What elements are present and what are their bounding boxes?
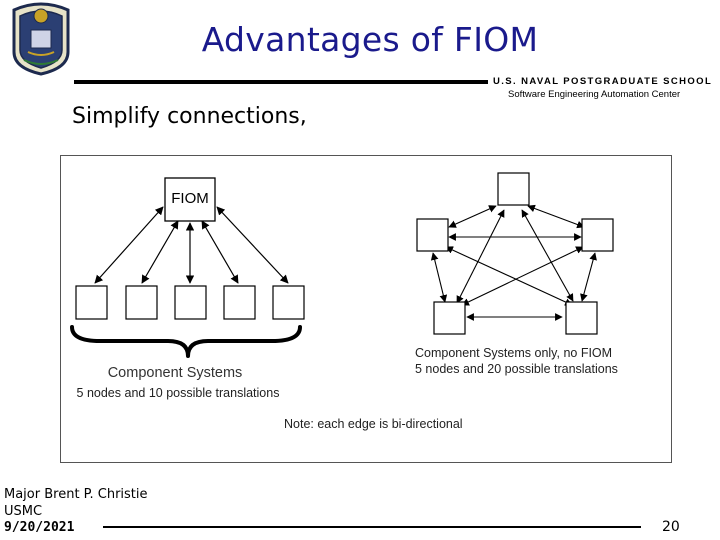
author-name: Major Brent P. Christie bbox=[4, 487, 148, 502]
fiom-hub-box bbox=[164, 177, 216, 222]
mesh-node bbox=[416, 218, 449, 252]
component-node bbox=[223, 285, 256, 320]
author-org: USMC bbox=[4, 504, 43, 519]
left-caption: Component Systems bbox=[108, 365, 243, 381]
slide-date: 9/20/2021 bbox=[4, 520, 75, 535]
spoke-edge bbox=[216, 206, 289, 284]
spoke-edge bbox=[94, 206, 164, 284]
slide-subtitle: Simplify connections, bbox=[72, 104, 307, 129]
mesh-node bbox=[497, 172, 530, 206]
mesh-edge bbox=[461, 246, 584, 306]
component-node bbox=[75, 285, 108, 320]
fiom-hub-diagram: FIOM Component Systems 5 nodes and 10 po… bbox=[70, 177, 305, 400]
mesh-node bbox=[565, 301, 598, 335]
fiom-hub-label: FIOM bbox=[171, 190, 209, 207]
header-rule bbox=[74, 80, 488, 84]
left-count: 5 nodes and 10 possible translations bbox=[77, 386, 280, 400]
component-node bbox=[174, 285, 207, 320]
footer-rule bbox=[103, 526, 641, 528]
right-caption: Component Systems only, no FIOM bbox=[415, 346, 612, 360]
mesh-diagram: Component Systems only, no FIOM 5 nodes … bbox=[415, 172, 618, 376]
right-count: 5 nodes and 20 possible translations bbox=[415, 362, 618, 376]
bidirectional-note: Note: each edge is bi-directional bbox=[284, 417, 463, 431]
fiom-diagram: FIOM Component Systems 5 nodes and 10 po… bbox=[60, 155, 672, 463]
spoke-edge bbox=[141, 220, 179, 284]
component-brace bbox=[70, 325, 302, 358]
school-name: U.S. NAVAL POSTGRADUATE SCHOOL bbox=[493, 76, 713, 87]
naval-postgraduate-school-seal bbox=[12, 2, 70, 76]
mesh-edge bbox=[430, 252, 448, 303]
mesh-edge bbox=[580, 252, 597, 302]
page-number: 20 bbox=[662, 519, 680, 535]
mesh-node bbox=[433, 301, 466, 335]
slide-title: Advantages of FIOM bbox=[201, 20, 539, 59]
component-node bbox=[272, 285, 305, 320]
component-node bbox=[125, 285, 158, 320]
author-block: Major Brent P. Christie USMC bbox=[4, 486, 148, 520]
mesh-node bbox=[581, 218, 614, 252]
center-name: Software Engineering Automation Center bbox=[508, 89, 681, 100]
